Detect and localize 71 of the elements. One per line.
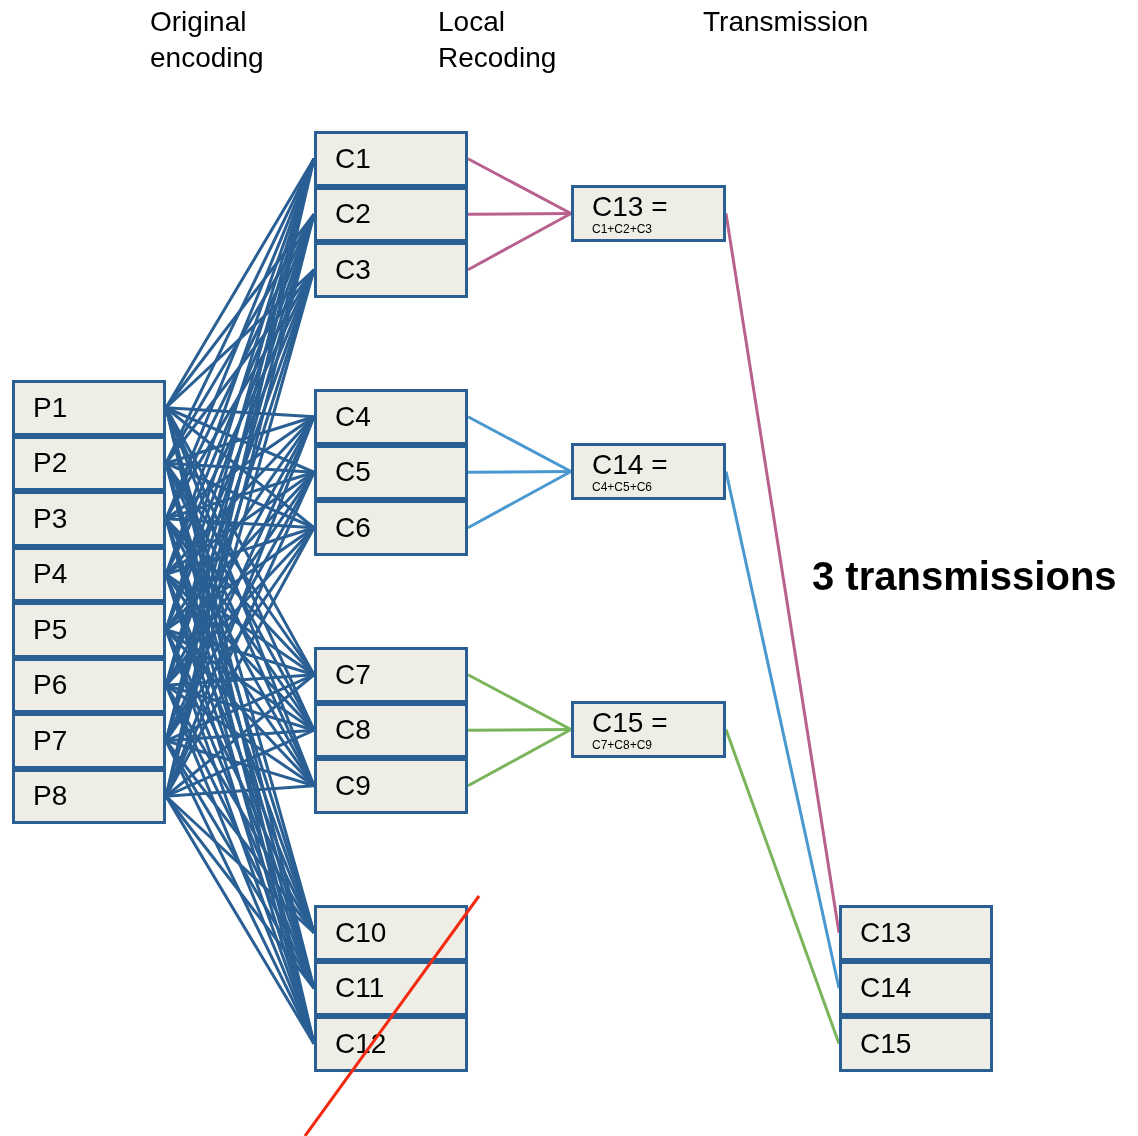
connector-line [467,415,572,473]
node-box [12,768,166,824]
node-label: C7 [335,659,372,690]
node-box [314,242,468,298]
node-box [314,500,468,556]
connector-line [467,212,572,272]
node-label: C13 = [592,191,669,222]
node-label: P8 [33,781,69,812]
annotation-text: 3 transmissions [812,553,1118,600]
node-label: P4 [33,559,69,590]
node-label: C14 = [592,449,669,480]
node-box [571,185,726,242]
node-box [314,702,468,758]
node-box [12,713,166,769]
node-label: C15 [860,1028,913,1059]
node-box [314,647,468,703]
formula-text: C7+C8+C9 [592,737,654,752]
node-box [314,131,468,187]
node-box [314,389,468,445]
connector-line [468,212,571,216]
node-box [314,905,468,961]
node-box [12,602,166,658]
connector-line [467,673,572,731]
node-label: C8 [335,715,372,746]
node-box [839,960,993,1016]
connector-line [165,406,315,419]
node-box [839,1016,993,1072]
node-label: C1 [335,143,372,174]
node-label: P1 [33,392,69,423]
connector-line [467,157,572,215]
node-label: P2 [33,448,69,479]
node-label: P6 [33,670,69,701]
node-label: C10 [335,917,388,948]
node-box [12,657,166,713]
connector-line [724,471,841,989]
node-label: C3 [335,254,372,285]
formula-text: C4+C5+C6 [592,479,654,494]
node-box [314,444,468,500]
node-label: C15 = [592,707,669,738]
node-label: C4 [335,401,372,432]
node-box [12,546,166,602]
connector-line [165,784,315,798]
node-label: P7 [33,725,69,756]
node-box [839,905,993,961]
node-label: C9 [335,770,372,801]
node-box [12,435,166,491]
connector-line [468,728,571,732]
connector-line [724,729,841,1045]
node-box [12,380,166,436]
column-heading: Transmission [703,5,870,39]
column-heading: Original encoding [150,5,265,75]
node-label: C5 [335,457,372,488]
formula-text: C1+C2+C3 [592,221,654,236]
node-box [571,443,726,500]
node-box [571,701,726,758]
node-label: C13 [860,917,913,948]
node-label: C6 [335,512,372,543]
connector-line [724,213,841,933]
connector-line [468,470,571,474]
node-label: C11 [335,973,386,1004]
node-box [314,960,468,1016]
node-label: C14 [860,973,913,1004]
node-label: C2 [335,199,372,230]
connector-line [467,470,572,530]
node-box [314,186,468,242]
node-label: P5 [33,614,69,645]
node-box [314,758,468,814]
connector-line [467,728,572,788]
column-heading: Local Recoding [438,5,558,75]
node-label: P3 [33,503,69,534]
node-box [12,491,166,547]
